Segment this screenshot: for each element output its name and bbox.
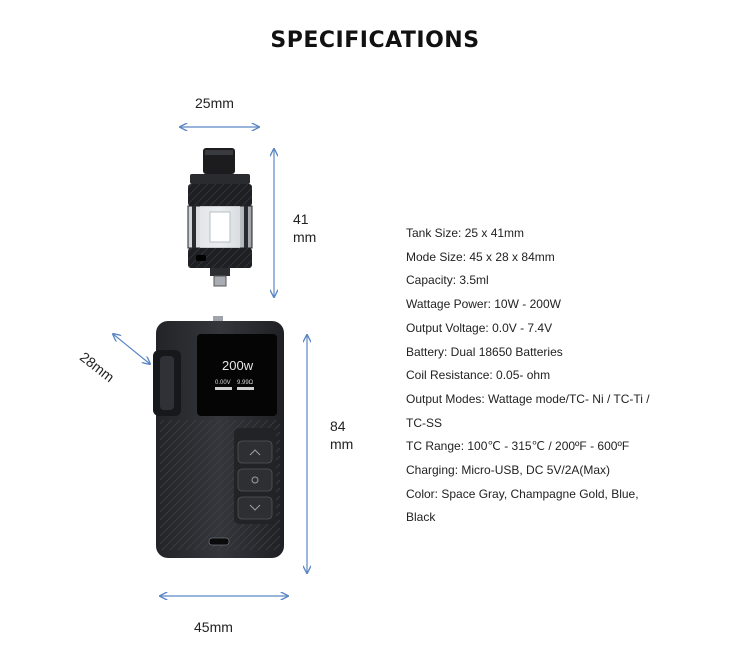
- spec-output-voltage: Output Voltage: 0.0V - 7.4V: [406, 320, 553, 335]
- spec-charging: Charging: Micro-USB, DC 5V/2A(Max): [406, 463, 611, 478]
- spec-color-cont: Black: [406, 510, 436, 525]
- mod-width-label: 45mm: [194, 619, 233, 635]
- tank-illustration: [187, 148, 253, 287]
- screen-power-readout: 200w: [222, 358, 254, 373]
- spec-tank-size: Tank Size: 25 x 41mm: [406, 226, 525, 240]
- mod-height-unit: mm: [330, 436, 354, 452]
- spec-list: Tank Size: 25 x 41mm Mode Size: 45 x 28 …: [406, 222, 706, 530]
- spec-wattage-power: Wattage Power: 10W - 200W: [406, 297, 561, 312]
- tank-width-label: 25mm: [195, 95, 234, 111]
- mod-illustration: [153, 316, 284, 558]
- spec-output-modes-cont: TC-SS: [406, 415, 442, 430]
- spec-tc-range: TC Range: 100℃ - 315℃ / 200ºF - 600ºF: [406, 439, 630, 454]
- tank-height-value: 41: [293, 211, 309, 227]
- spec-capacity: Capacity: 3.5ml: [406, 273, 489, 288]
- spec-battery: Battery: Dual 18650 Batteries: [406, 344, 563, 359]
- tank-height-unit: mm: [293, 229, 317, 245]
- page-title: SPECIFICATIONS: [270, 28, 480, 53]
- screen-resistance-readout: 9.99Ω: [237, 380, 254, 386]
- spec-color: Color: Space Gray, Champagne Gold, Blue,: [406, 486, 639, 501]
- screen-voltage-readout: 0.00V: [215, 380, 231, 386]
- spec-output-modes: Output Modes: Wattage mode/TC- Ni / TC-T…: [406, 391, 650, 406]
- spec-mode-size: Mode Size: 45 x 28 x 84mm: [406, 249, 555, 264]
- spec-coil-resistance: Coil Resistance: 0.05- ohm: [406, 368, 551, 383]
- mod-height-value: 84: [330, 418, 346, 434]
- mod-depth-dimension-line: [113, 334, 150, 364]
